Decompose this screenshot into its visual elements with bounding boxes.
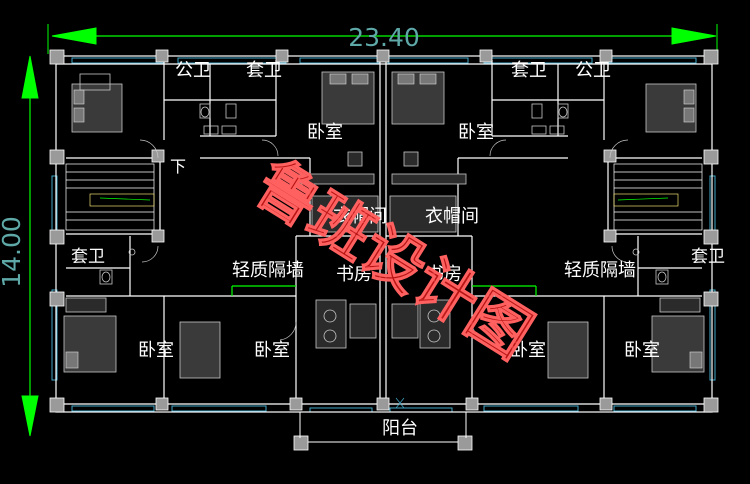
- height-dimension-label: 14.00: [0, 216, 26, 288]
- label-bedroom-bottom-4: 卧室: [624, 340, 660, 361]
- label-public-bath-left: 公卫: [175, 60, 211, 81]
- study-furniture: [65, 151, 701, 349]
- door-swings: [139, 139, 629, 409]
- staircase-left: [65, 163, 155, 231]
- label-ensuite-bath-left: 套卫: [246, 60, 282, 81]
- bed-pillows: [65, 73, 703, 369]
- structural-columns: [49, 49, 719, 451]
- label-ensuite-bath-right: 套卫: [511, 60, 547, 81]
- label-light-partition-left: 轻质隔墙: [232, 260, 304, 281]
- label-stair-down: 下: [170, 157, 186, 176]
- label-study-right: 书房: [426, 264, 462, 285]
- width-dimension-label: 23.40: [348, 23, 420, 52]
- label-bedroom-bottom-2: 卧室: [254, 340, 290, 361]
- label-bedroom-top-left: 卧室: [307, 122, 343, 143]
- label-balcony: 阳台: [382, 418, 418, 439]
- label-closet-left: 衣帽间: [333, 206, 387, 227]
- label-bedroom-top-right: 卧室: [458, 122, 494, 143]
- balcony-outline: [299, 412, 467, 443]
- label-closet-right: 衣帽间: [425, 206, 479, 227]
- label-light-partition-right: 轻质隔墙: [564, 260, 636, 281]
- staircase-right: [613, 163, 703, 231]
- room-labels: 公卫 套卫 套卫 公卫 卧室 卧室 下 衣帽间 衣帽间 套卫 套卫 轻质隔墙 轻…: [71, 60, 725, 439]
- label-bedroom-bottom-1: 卧室: [138, 340, 174, 361]
- label-public-bath-right: 公卫: [575, 60, 611, 81]
- label-study-left: 书房: [336, 264, 372, 285]
- dimension-lines: [21, 24, 718, 437]
- label-ensuite-bath-mid-right: 套卫: [691, 247, 725, 267]
- label-bedroom-bottom-3: 卧室: [510, 340, 546, 361]
- label-ensuite-bath-mid-left: 套卫: [71, 247, 105, 267]
- bathroom-fixtures: [79, 73, 669, 285]
